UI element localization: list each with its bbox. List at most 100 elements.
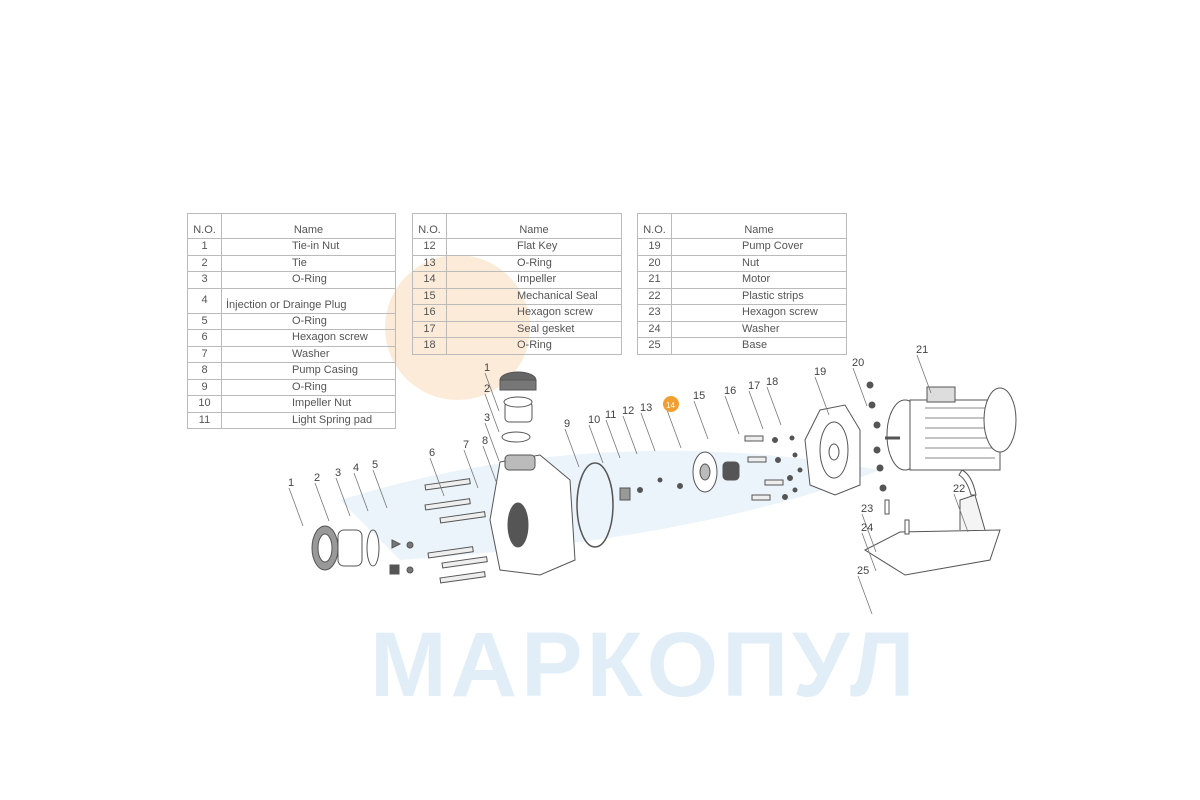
leader-line xyxy=(693,400,709,440)
leader-line xyxy=(588,424,604,464)
watermark-wave xyxy=(340,450,880,560)
table-header: N.O.Name xyxy=(412,213,622,239)
o-ring-part xyxy=(366,529,380,567)
leader-line xyxy=(429,457,445,497)
tie-part xyxy=(337,529,363,567)
header-no: N.O. xyxy=(412,213,447,239)
callout-label: 3 xyxy=(484,412,490,424)
leader-line xyxy=(666,409,682,449)
table-header: N.O.Name xyxy=(637,213,847,239)
callout-label: 17 xyxy=(748,380,760,392)
leader-line xyxy=(482,445,498,485)
leader-line xyxy=(748,390,764,430)
pump-casing-part xyxy=(489,454,576,576)
callout-label: 25 xyxy=(857,565,869,577)
callout-label: 8 xyxy=(482,435,488,447)
part-number: 11 xyxy=(187,411,222,429)
callout-label: 18 xyxy=(766,376,778,388)
leader-line xyxy=(605,419,621,459)
callout-label: 11 xyxy=(605,409,616,421)
leader-line xyxy=(484,393,500,433)
part-name: Mechanical Seal xyxy=(446,287,622,305)
leader-line xyxy=(335,477,351,517)
parts-drawing xyxy=(311,371,1017,584)
leader-line xyxy=(852,367,868,407)
callout-label: 7 xyxy=(463,439,469,451)
part-name: Tie-in Nut xyxy=(221,238,396,256)
mechanical-seal-part xyxy=(722,461,740,481)
o-ring-9-part xyxy=(576,462,614,548)
leader-line xyxy=(766,386,782,426)
callout-label: 13 xyxy=(640,402,652,414)
leader-line xyxy=(861,513,877,553)
header-name: Name xyxy=(221,213,396,239)
plastic-strip-part xyxy=(958,469,977,496)
callout-label: 1 xyxy=(288,477,294,489)
leader-line xyxy=(640,412,656,452)
part-name: Pump Casing xyxy=(221,362,396,380)
callout-label: 15 xyxy=(693,390,705,402)
leader-line xyxy=(353,472,369,512)
leader-line xyxy=(622,415,638,455)
part-number: 18 xyxy=(412,337,447,355)
callout-label: 14 xyxy=(666,401,675,410)
part-number: 21 xyxy=(637,271,672,289)
part-name: O-Ring xyxy=(221,271,396,289)
callout-label: 5 xyxy=(372,459,378,471)
part-name: O-Ring xyxy=(221,312,396,330)
leader-line xyxy=(484,422,500,462)
watermark-text: МАРКОПУЛ xyxy=(370,614,919,716)
leader-line xyxy=(564,428,580,468)
callout-label: 16 xyxy=(724,385,736,397)
callout-label: 24 xyxy=(861,522,873,534)
leader-line xyxy=(916,354,932,394)
part-name: O-Ring xyxy=(446,337,622,355)
callout-label: 6 xyxy=(429,447,435,459)
callout-label: 2 xyxy=(484,383,490,395)
header-no: N.O. xyxy=(187,213,222,239)
callout-label: 19 xyxy=(814,366,826,378)
header-no: N.O. xyxy=(637,213,672,239)
leader-line xyxy=(372,469,388,509)
leader-line xyxy=(814,376,830,416)
leader-line xyxy=(288,487,304,527)
callout-label: 9 xyxy=(564,418,570,430)
leader-line xyxy=(953,493,969,533)
callout-label: 21 xyxy=(916,344,928,356)
header-name: Name xyxy=(446,213,622,239)
table-header: N.O.Name xyxy=(187,213,396,239)
leader-line xyxy=(463,449,479,489)
callout-label: 10 xyxy=(588,414,600,426)
part-name: Light Spring pad xyxy=(221,411,396,429)
part-number: 13 xyxy=(412,254,447,272)
part-number: 19 xyxy=(637,238,672,256)
leader-line xyxy=(484,372,500,412)
callout-label: 20 xyxy=(852,357,864,369)
callout-label: 12 xyxy=(622,405,634,417)
callout-label: 2 xyxy=(314,472,320,484)
leader-line xyxy=(857,575,873,615)
callout-label: 1 xyxy=(484,362,490,374)
callout-label: 3 xyxy=(335,467,341,479)
pump-cover-part xyxy=(804,404,861,496)
part-number: 4 xyxy=(187,287,222,314)
base-part xyxy=(863,529,1001,576)
part-name: Base xyxy=(671,337,847,355)
header-name: Name xyxy=(671,213,847,239)
leader-line xyxy=(861,532,877,572)
part-number: 14 xyxy=(412,271,447,289)
